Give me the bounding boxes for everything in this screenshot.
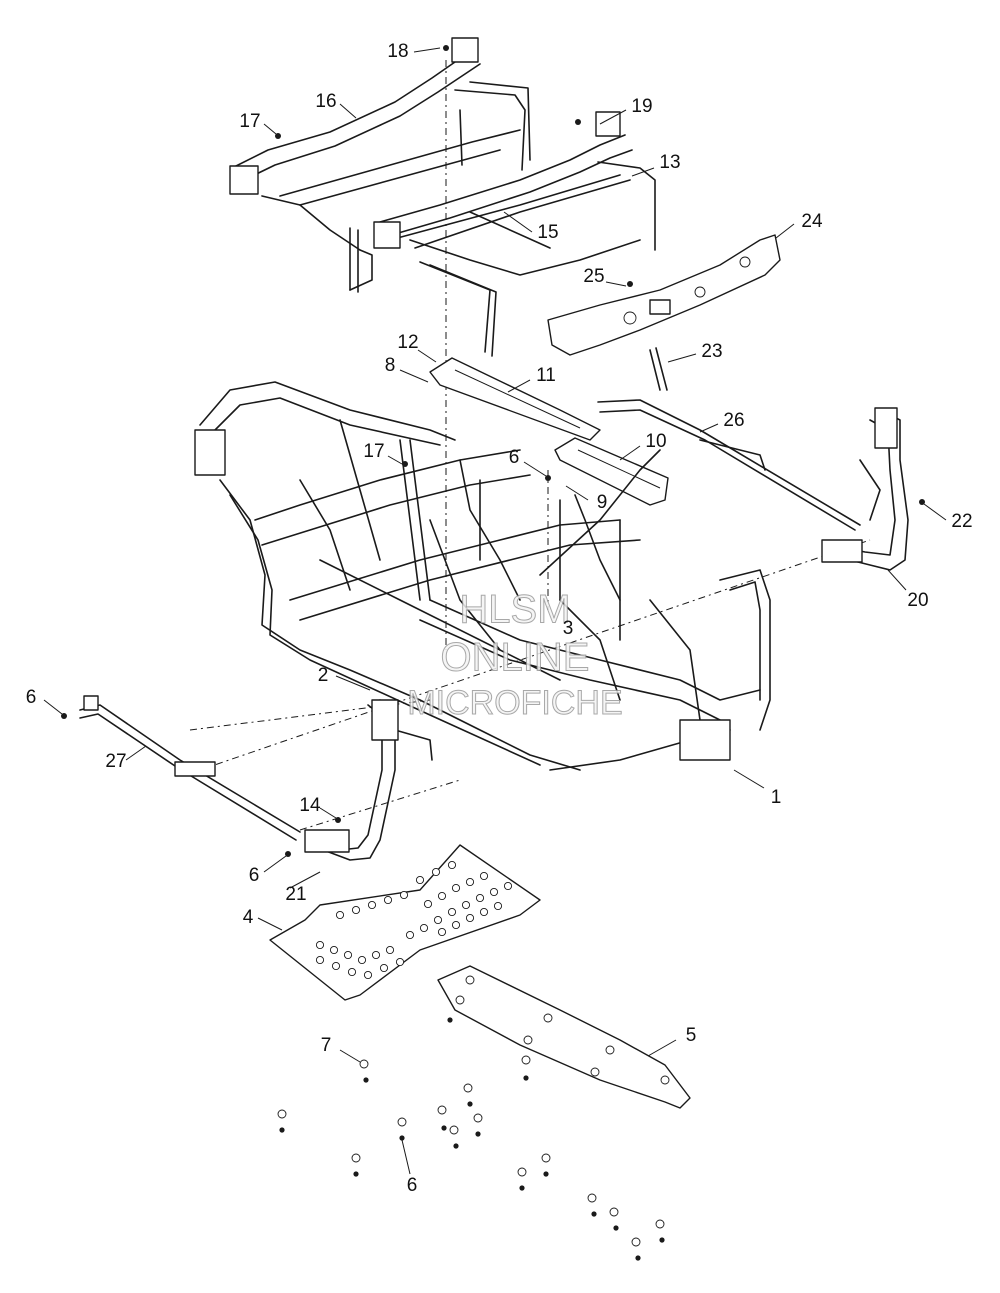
skid-plate-4-holes [315,860,513,980]
callout-1: 1 [771,787,782,808]
callout-5: 5 [686,1025,697,1046]
callout-8: 8 [385,355,396,376]
skid-plate-4 [269,844,541,1001]
rail-10 [554,437,669,506]
callout-6-left: 6 [26,687,37,708]
callout-9: 9 [597,492,608,513]
seat-frame-front [373,111,656,357]
fasteners [61,45,925,1261]
skid-plate-5 [437,965,691,1109]
callouts: 18 16 17 19 13 15 24 25 23 12 8 11 26 10… [26,41,973,1196]
assembly-centerlines [189,60,871,831]
bar-27 [79,695,301,841]
rear-panel-24 [547,234,781,356]
callout-4: 4 [243,907,254,928]
callout-11: 11 [536,365,556,386]
callout-27: 27 [105,751,126,772]
rail-11 [429,357,601,441]
callout-20: 20 [907,590,928,611]
side-frame-21 [304,699,433,861]
callout-14: 14 [299,795,321,816]
callout-7: 7 [321,1035,332,1056]
callout-18: 18 [387,41,408,62]
leader-lines [43,47,947,1175]
callout-10: 10 [645,431,666,452]
callout-26: 26 [723,410,744,431]
callout-21: 21 [285,884,306,905]
callout-6: 6 [509,447,520,468]
callout-16: 16 [315,91,336,112]
callout-23: 23 [701,341,722,362]
callout-22: 22 [951,511,972,532]
callout-19: 19 [631,96,652,117]
callout-25: 25 [583,266,604,287]
side-frame-20 [821,407,909,571]
watermark-line-1: HLSM [459,588,570,632]
watermark: HLSM ONLINE MICROFICHE [407,587,623,722]
callout-6-lower: 6 [249,865,260,886]
callout-24: 24 [801,211,823,232]
main-frame [194,381,771,771]
callout-17-secondary: 17 [363,441,384,462]
callout-13: 13 [659,152,680,173]
watermark-line-3: MICROFICHE [407,684,622,722]
bar-26 [597,399,861,531]
callout-3: 3 [563,618,574,639]
callout-2: 2 [318,665,329,686]
callout-15: 15 [537,222,558,243]
seat-frame-rear [229,37,531,293]
callout-12: 12 [397,332,418,353]
callout-17: 17 [239,111,260,132]
callout-6-bottom: 6 [407,1175,418,1196]
brace-23 [649,347,668,391]
watermark-line-2: ONLINE [441,636,590,680]
